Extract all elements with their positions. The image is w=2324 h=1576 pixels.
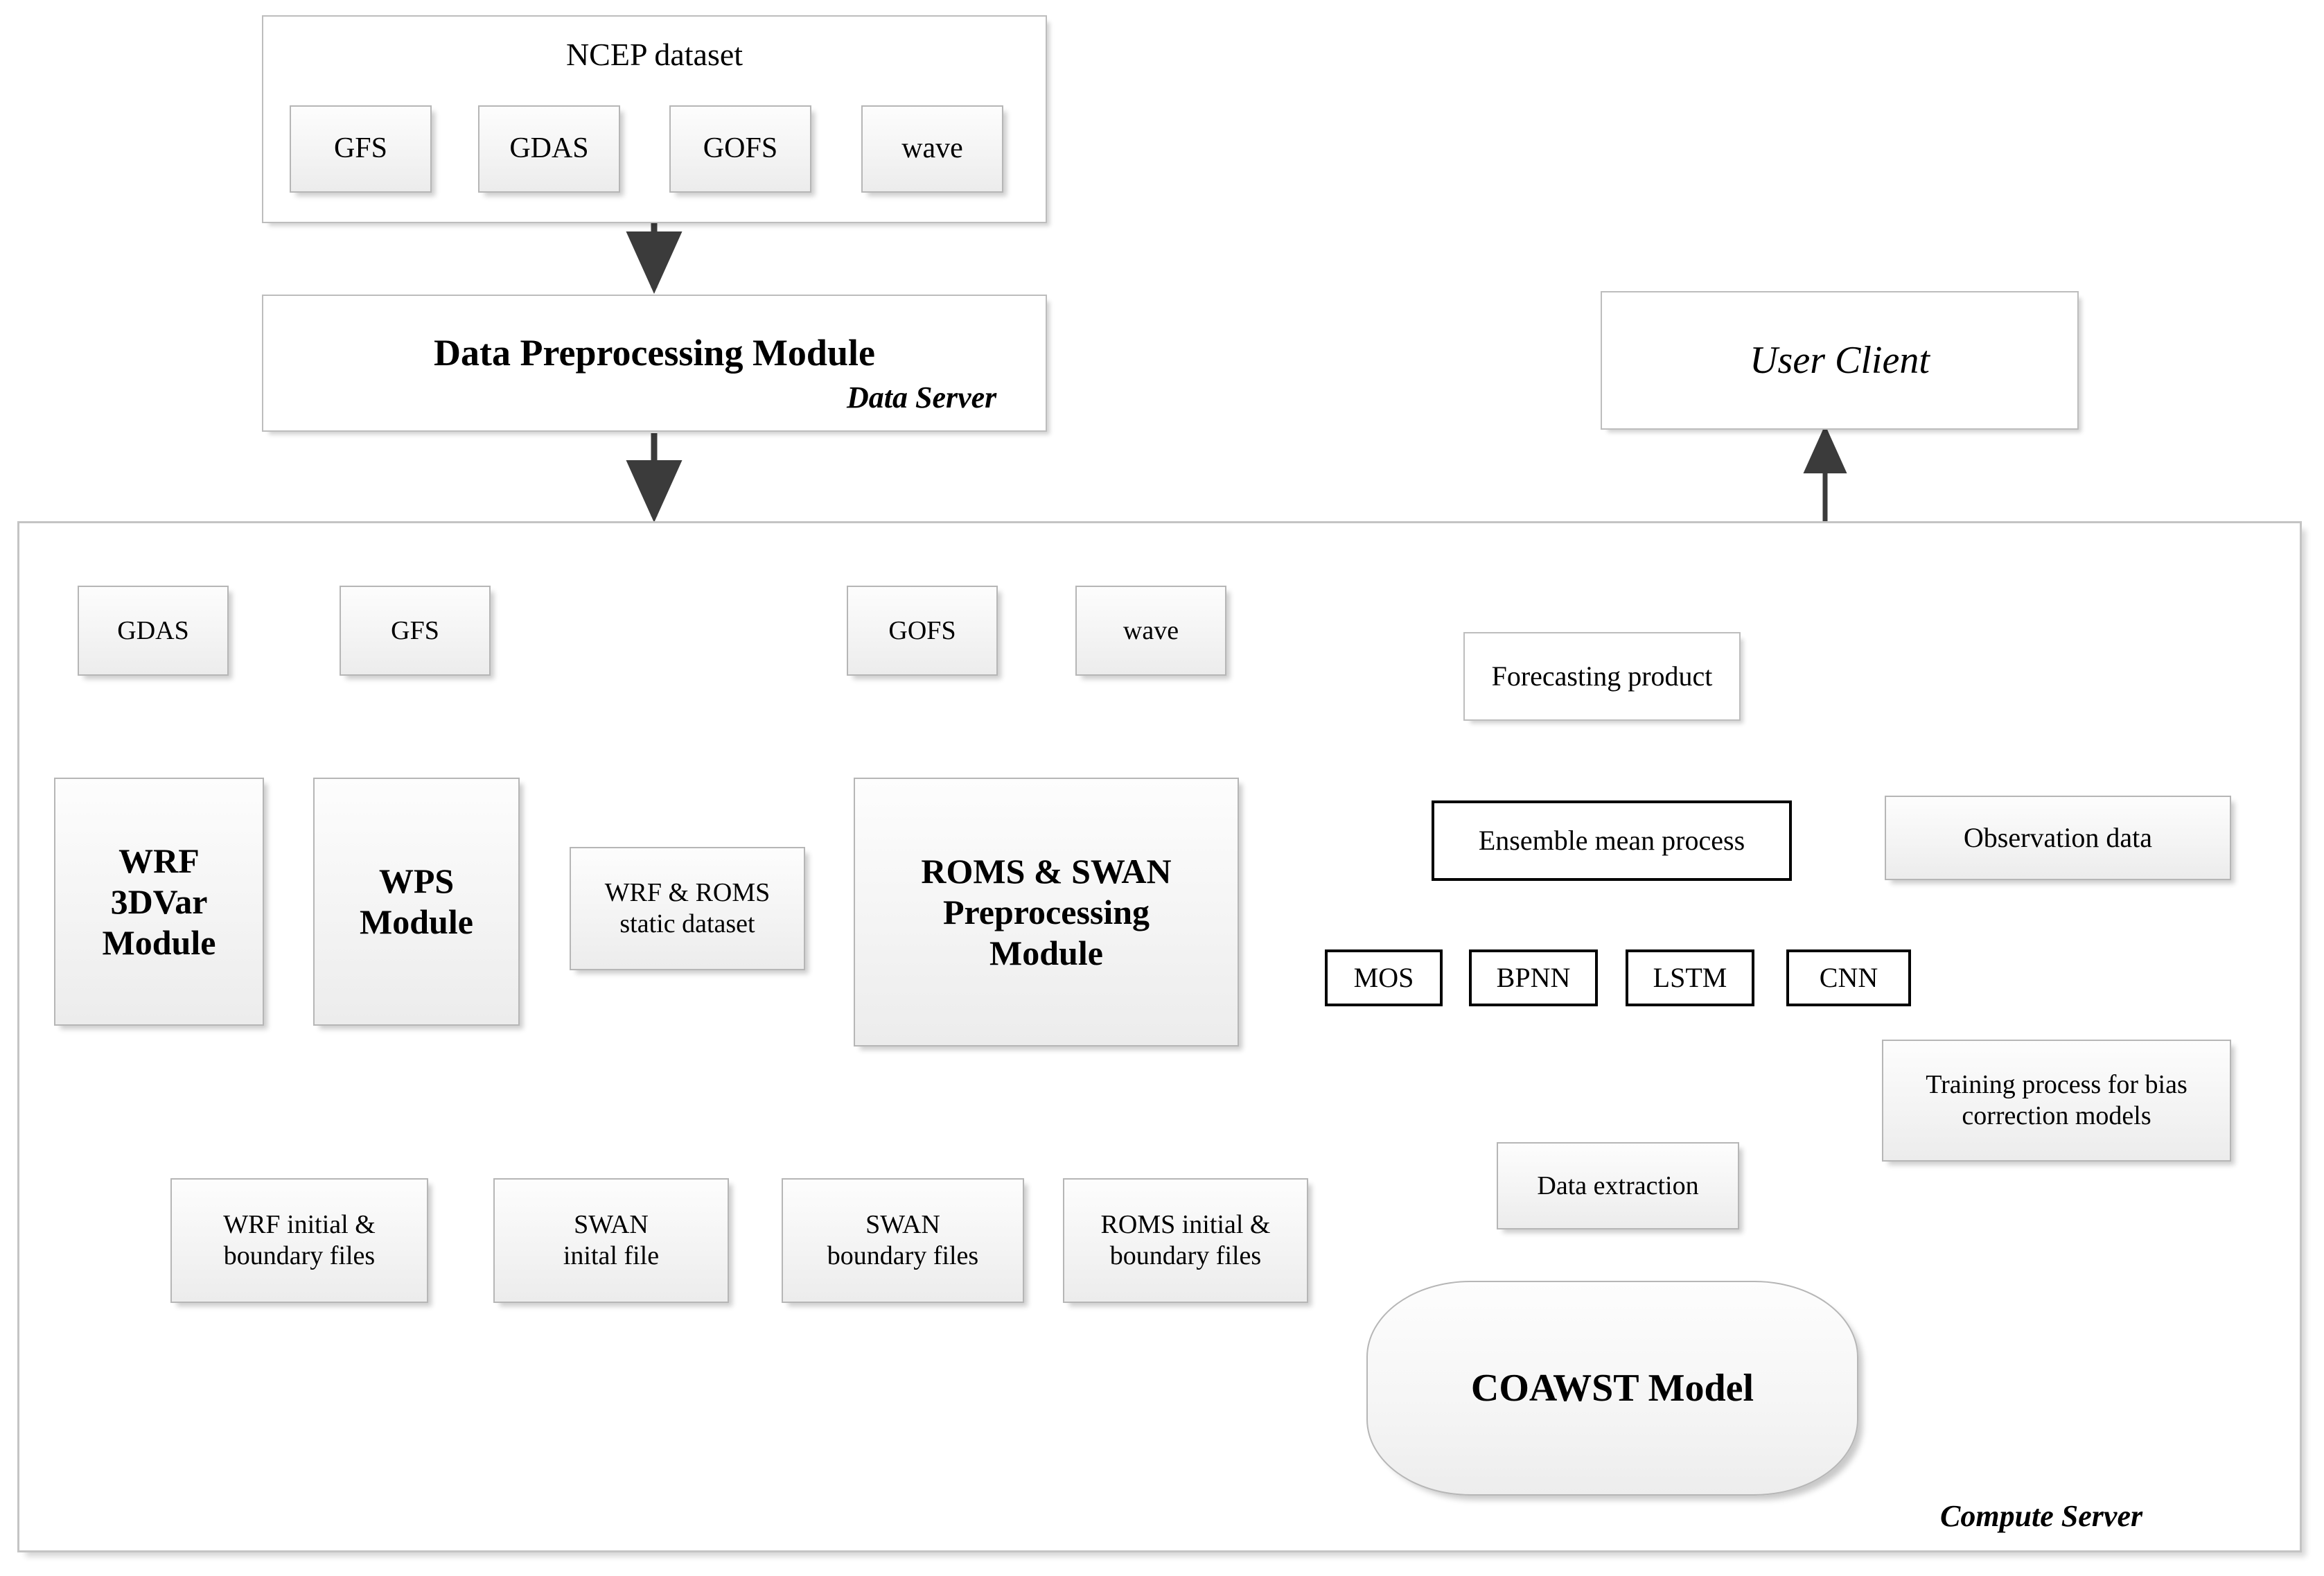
wrf-3dvar-line-3: Module — [102, 922, 216, 962]
ncep-source-wave[interactable]: wave — [861, 105, 1003, 193]
wrf-files-line-1: WRF initial & — [223, 1210, 376, 1240]
bias-model-mos[interactable]: MOS — [1325, 949, 1443, 1006]
roms-swan-preprocessing-module[interactable]: ROMS & SWAN Preprocessing Module — [854, 778, 1239, 1047]
swan-bnd-line-2: boundary files — [827, 1241, 979, 1270]
training-process-label: Training process for bias correction mod… — [1883, 1069, 2230, 1132]
coawst-model[interactable]: COAWST Model — [1366, 1281, 1858, 1496]
wrf-initial-boundary-files[interactable]: WRF initial & boundary files — [170, 1178, 428, 1303]
compute-server-label: Compute Server — [1940, 1499, 2143, 1533]
data-extraction-box[interactable]: Data extraction — [1497, 1142, 1739, 1229]
wps-line-2: Module — [360, 902, 473, 941]
swan-init-line-2: inital file — [563, 1241, 660, 1270]
compute-source-gofs-label: GOFS — [888, 615, 956, 645]
data-extraction-label: Data extraction — [1537, 1171, 1699, 1200]
user-client-box[interactable]: User Client — [1601, 291, 2079, 430]
ensemble-mean-process-label: Ensemble mean process — [1478, 825, 1745, 857]
ncep-source-gfs-label: GFS — [333, 132, 388, 165]
user-client-label: User Client — [1750, 338, 1930, 382]
ncep-source-gfs[interactable]: GFS — [290, 105, 432, 193]
ncep-source-wave-label: wave — [901, 132, 963, 165]
wps-line-1: WPS — [378, 861, 455, 900]
bias-model-lstm-label: LSTM — [1653, 962, 1727, 994]
static-dataset-label: WRF & ROMS static dataset — [571, 877, 804, 940]
compute-source-gofs[interactable]: GOFS — [847, 586, 998, 676]
roms-swan-module-label: ROMS & SWAN Preprocessing Module — [855, 851, 1238, 974]
data-preprocessing-module[interactable]: Data Preprocessing Module — [262, 295, 1047, 432]
training-process-box[interactable]: Training process for bias correction mod… — [1882, 1040, 2231, 1162]
compute-source-gdas[interactable]: GDAS — [78, 586, 229, 676]
coawst-model-label: COAWST Model — [1470, 1366, 1754, 1410]
static-dataset-box[interactable]: WRF & ROMS static dataset — [570, 847, 805, 970]
compute-source-gfs[interactable]: GFS — [340, 586, 491, 676]
static-dataset-line-1: WRF & ROMS — [604, 878, 771, 908]
training-line-1: Training process for bias — [1926, 1070, 2187, 1100]
ensemble-mean-process[interactable]: Ensemble mean process — [1432, 800, 1792, 881]
data-preprocessing-module-label: Data Preprocessing Module — [434, 332, 875, 374]
roms-swan-line-2: Preprocessing — [942, 892, 1150, 931]
data-server-label: Data Server — [847, 380, 997, 414]
ncep-source-gdas-label: GDAS — [509, 132, 589, 165]
swan-initial-file-label: SWAN inital file — [495, 1209, 728, 1272]
bias-model-lstm[interactable]: LSTM — [1626, 949, 1754, 1006]
swan-bnd-line-1: SWAN — [865, 1210, 940, 1240]
wrf-3dvar-line-1: WRF — [118, 841, 200, 880]
bias-model-cnn-label: CNN — [1819, 962, 1878, 994]
roms-swan-line-3: Module — [989, 933, 1103, 972]
wps-module[interactable]: WPS Module — [313, 778, 520, 1026]
swan-init-line-1: SWAN — [574, 1210, 649, 1240]
training-line-2: correction models — [1962, 1101, 2151, 1130]
roms-swan-line-1: ROMS & SWAN — [921, 851, 1172, 891]
compute-source-gdas-label: GDAS — [117, 615, 189, 645]
forecasting-product-box[interactable]: Forecasting product — [1463, 632, 1741, 721]
wrf-files-line-2: boundary files — [223, 1241, 376, 1270]
roms-initial-boundary-files-label: ROMS initial & boundary files — [1064, 1209, 1307, 1272]
wrf-3dvar-line-2: 3DVar — [110, 882, 208, 921]
forecasting-product-label: Forecasting product — [1491, 660, 1713, 692]
ncep-source-gofs[interactable]: GOFS — [669, 105, 811, 193]
roms-files-line-2: boundary files — [1109, 1241, 1262, 1270]
wrf-initial-boundary-files-label: WRF initial & boundary files — [172, 1209, 427, 1272]
swan-boundary-files-label: SWAN boundary files — [783, 1209, 1023, 1272]
wps-module-label: WPS Module — [315, 861, 518, 943]
observation-data-box[interactable]: Observation data — [1885, 796, 2231, 880]
swan-initial-file[interactable]: SWAN inital file — [493, 1178, 729, 1303]
compute-source-wave-label: wave — [1123, 615, 1179, 645]
ncep-source-gofs-label: GOFS — [703, 132, 778, 165]
ncep-dataset-title: NCEP dataset — [565, 37, 743, 72]
roms-files-line-1: ROMS initial & — [1100, 1210, 1271, 1240]
static-dataset-line-2: static dataset — [619, 909, 755, 938]
ncep-source-gdas[interactable]: GDAS — [478, 105, 620, 193]
compute-source-gfs-label: GFS — [391, 615, 439, 645]
bias-model-cnn[interactable]: CNN — [1786, 949, 1911, 1006]
swan-boundary-files[interactable]: SWAN boundary files — [782, 1178, 1024, 1303]
bias-model-mos-label: MOS — [1353, 962, 1414, 994]
compute-source-wave[interactable]: wave — [1075, 586, 1226, 676]
observation-data-label: Observation data — [1963, 822, 2153, 854]
bias-model-bpnn[interactable]: BPNN — [1469, 949, 1598, 1006]
wrf-3dvar-module[interactable]: WRF 3DVar Module — [54, 778, 264, 1026]
roms-initial-boundary-files[interactable]: ROMS initial & boundary files — [1063, 1178, 1308, 1303]
wrf-3dvar-module-label: WRF 3DVar Module — [55, 841, 263, 963]
bias-model-bpnn-label: BPNN — [1496, 962, 1571, 994]
